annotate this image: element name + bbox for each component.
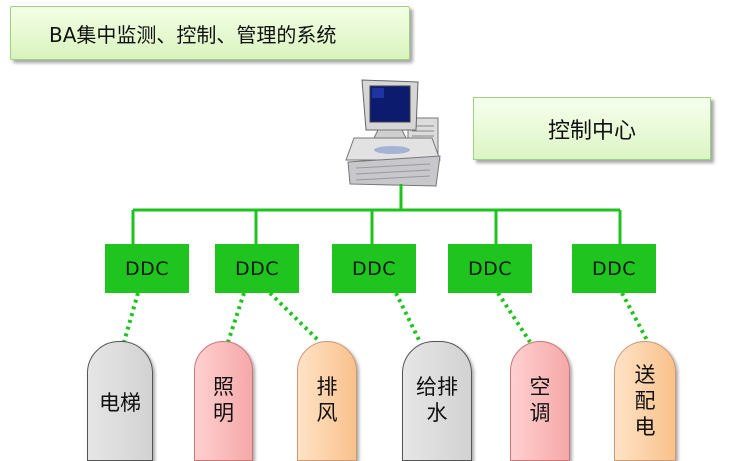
subsystem-label: 给排水: [416, 375, 458, 425]
network-diagram: [122, 79, 650, 344]
ddc-unit: DDC: [105, 244, 189, 293]
ddc-unit: DDC: [572, 244, 656, 293]
ddc-unit: DDC: [332, 244, 416, 293]
diagram-title: BA集中监测、控制、管理的系统: [10, 6, 410, 60]
control-center-label: 控制中心: [473, 97, 711, 160]
subsystem-lighting: 照明: [194, 341, 253, 461]
subsystem-label: 电梯: [99, 391, 141, 415]
ddc-unit: DDC: [215, 244, 299, 293]
desktop-computer-icon: [345, 79, 441, 187]
subsystem-label: 排风: [316, 375, 338, 425]
subsystem-label: 照明: [212, 375, 234, 425]
subsystem-water: 给排水: [402, 341, 472, 461]
subsystem-label: 送配电: [634, 363, 656, 439]
subsystem-exhaust: 排风: [297, 341, 357, 461]
bus-lines: [131, 184, 622, 245]
ddc-unit: DDC: [448, 244, 532, 293]
dotted-connectors: [122, 291, 650, 344]
subsystem-label: 空调: [529, 375, 551, 425]
subsystem-power: 送配电: [614, 341, 676, 461]
subsystem-hvac: 空调: [510, 341, 570, 461]
subsystem-elevator: 电梯: [87, 341, 153, 461]
